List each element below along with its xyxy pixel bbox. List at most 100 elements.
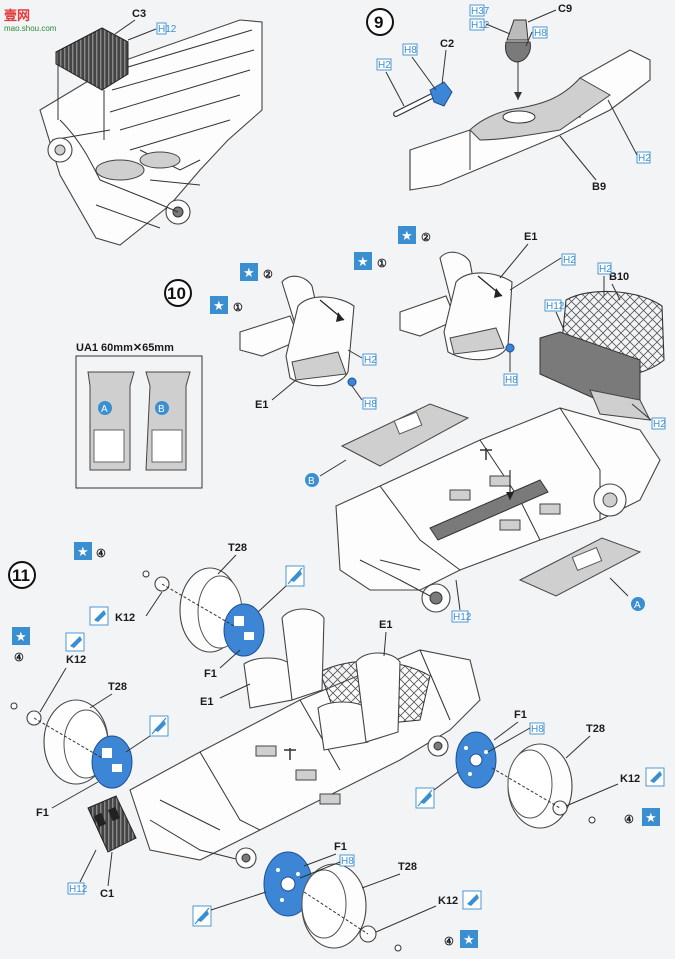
adhesive-icon-k12-rear-left <box>65 632 85 652</box>
paint-code-h2-console: H2 <box>638 153 651 164</box>
seq-4-front-right: ④ <box>624 814 634 826</box>
license-plate-c1 <box>87 795 137 853</box>
star-step-2-right: ★ ② <box>398 226 431 244</box>
watermark-brand: 壹网 <box>4 8 30 23</box>
paint-code-h12-chassis: H12 <box>453 612 472 623</box>
seq-2-left: ② <box>263 269 273 281</box>
floor-mat-b: B <box>305 403 470 487</box>
svg-text:★: ★ <box>243 265 255 280</box>
svg-text:★: ★ <box>15 629 27 644</box>
paint-code-h37: H37 <box>471 6 490 17</box>
star-step-2-left: ★ ② <box>240 263 273 281</box>
paint-code-h12-plate: H12 <box>69 884 88 895</box>
star-step-4-rear-right: ④ ★ <box>444 930 478 948</box>
step-number-10: 10 <box>167 284 186 303</box>
paint-code-h8-seat-right: H8 <box>505 375 518 386</box>
svg-text:★: ★ <box>213 298 225 313</box>
step-badge-10 <box>164 279 192 307</box>
star-step-4-front-left: ★ ④ <box>74 542 106 560</box>
no-glue-icon-front-left <box>285 565 305 587</box>
part-label-f1-front-right: F1 <box>514 709 527 721</box>
part-label-e1-left: E1 <box>255 399 268 411</box>
shift-lever-c9 <box>505 19 531 100</box>
adhesive-icon-k12-front-right <box>645 767 665 787</box>
wheel-assembly-rear-left <box>10 699 133 789</box>
seat-exploded-left <box>239 275 357 387</box>
seq-2-right: ② <box>421 232 431 244</box>
step-badge-11 <box>8 561 36 589</box>
part-label-e1-installed-right: E1 <box>379 619 392 631</box>
star-step-4-front-right: ④ ★ <box>624 808 660 826</box>
paint-code-h2-seat-left: H2 <box>364 355 377 366</box>
seq-4-rear-right: ④ <box>444 936 454 948</box>
part-label-f1-rear-right: F1 <box>334 841 347 853</box>
floor-mat-a: A <box>518 537 645 611</box>
part-label-e1-installed-left: E1 <box>200 696 213 708</box>
paint-code-h8-rear-right: H8 <box>341 856 354 867</box>
step-badge-9 <box>366 8 394 36</box>
front-chassis-subassembly <box>39 19 263 246</box>
paint-code-h8-lever: H8 <box>534 28 547 39</box>
wheel-assembly-rear-right <box>263 851 402 952</box>
part-label-k12-rear-left: K12 <box>66 654 86 666</box>
seat-exploded-right <box>399 251 515 361</box>
star-step-1-left: ★ ① <box>210 296 243 314</box>
decal-sheet-label: UA1 60mm✕65mm <box>76 342 174 354</box>
paint-code-h8-front-right: H8 <box>531 724 544 735</box>
part-label-t28-rear-right: T28 <box>398 861 417 873</box>
radiator-part-c3 <box>55 27 129 140</box>
svg-text:★: ★ <box>77 544 89 559</box>
part-label-f1-front-left: F1 <box>204 668 217 680</box>
paint-code-h12-shelf: H12 <box>546 301 565 312</box>
wheel-assembly-front-right <box>455 731 596 829</box>
svg-text:★: ★ <box>357 254 369 269</box>
paint-code-h2-c2: H2 <box>378 60 391 71</box>
paint-code-h8-c2: H8 <box>404 45 417 56</box>
part-label-t28-front-left: T28 <box>228 542 247 554</box>
paint-code-h12: H12 <box>158 24 177 35</box>
adhesive-icon-k12-rear-right <box>462 890 482 910</box>
adhesive-icon-k12-front-left <box>89 606 109 626</box>
seq-4-rear-left: ④ <box>14 652 24 664</box>
part-label-e1-right: E1 <box>524 231 537 243</box>
floor-marker-b: B <box>308 476 315 487</box>
svg-text:★: ★ <box>645 810 657 825</box>
part-label-b9: B9 <box>592 181 606 193</box>
part-label-k12-front-right: K12 <box>620 773 640 785</box>
paint-code-h2-shelf-top: H2 <box>599 264 612 275</box>
wheel-assembly-front-left <box>142 567 265 657</box>
seq-1-left: ① <box>233 302 243 314</box>
paint-code-h2-seat-right: H2 <box>563 255 576 266</box>
paint-code-h2-shelf-bottom: H2 <box>653 419 666 430</box>
chassis-body-step10 <box>335 407 661 613</box>
star-step-1-right: ★ ① <box>354 252 387 270</box>
decal-marker-a: A <box>101 404 108 415</box>
part-label-c9: C9 <box>558 3 572 15</box>
decal-sheet-ua1: UA1 60mm✕65mm A B <box>75 342 203 489</box>
seq-1-right: ① <box>377 258 387 270</box>
part-label-t28-rear-left: T28 <box>108 681 127 693</box>
part-label-k12-rear-right: K12 <box>438 895 458 907</box>
seat-installed-right <box>317 652 401 751</box>
watermark-url: mao.shou.com <box>4 24 57 33</box>
floor-marker-a: A <box>634 600 641 611</box>
decal-marker-b: B <box>158 404 165 415</box>
svg-text:★: ★ <box>401 228 413 243</box>
no-glue-icon-rear-left <box>149 715 169 737</box>
paint-code-h12-lever: H12 <box>471 20 490 31</box>
no-glue-icon-front-right <box>415 787 435 809</box>
part-label-f1-rear-left: F1 <box>36 807 49 819</box>
no-glue-icon-rear-right <box>192 905 212 927</box>
step-number-9: 9 <box>374 13 383 32</box>
svg-text:★: ★ <box>463 932 475 947</box>
part-label-c3: C3 <box>132 8 146 20</box>
seat-installed-left <box>243 608 325 709</box>
center-console-b9 <box>409 49 651 191</box>
star-step-4-rear-left: ★ ④ <box>12 627 30 664</box>
part-label-t28-front-right: T28 <box>586 723 605 735</box>
watermark-logo: 壹网 mao.shou.com <box>4 8 57 33</box>
step-number-11: 11 <box>12 566 30 585</box>
rear-shelf-b10 <box>539 290 665 421</box>
paint-code-h8-seat-left: H8 <box>364 399 377 410</box>
